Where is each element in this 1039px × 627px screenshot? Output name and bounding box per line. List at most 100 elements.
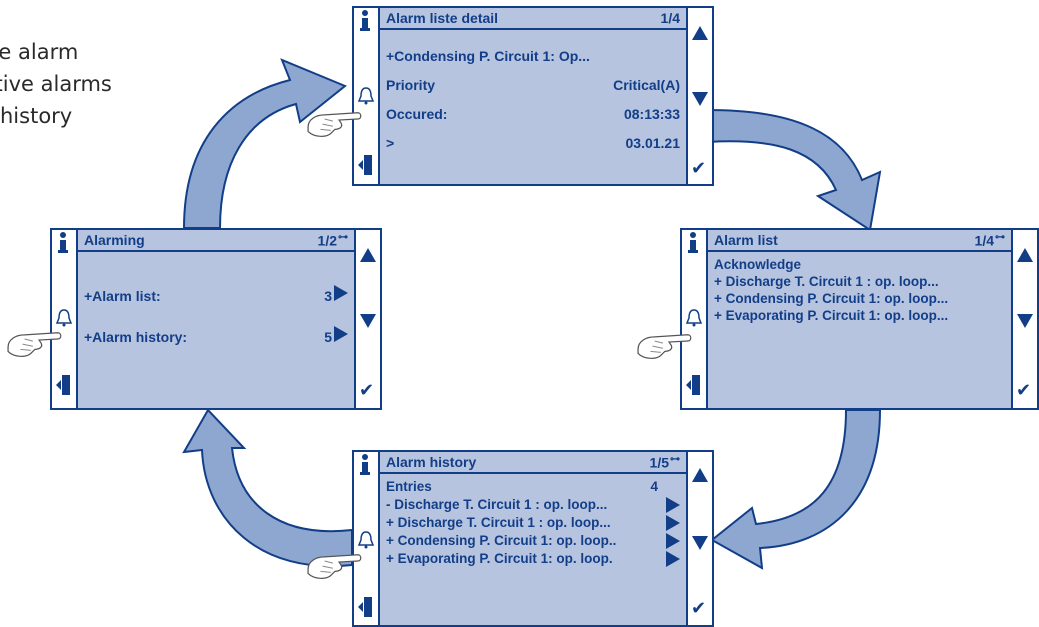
row-label: + Discharge T. Circuit 1 : op. loop...: [714, 274, 939, 289]
row-label: + Condensing P. Circuit 1: op. loop...: [714, 291, 949, 306]
row-label: Priority: [386, 77, 436, 93]
checkmark-icon[interactable]: ✔: [691, 598, 707, 619]
pointing-hand-icon: [7, 332, 62, 357]
scroll-up-icon[interactable]: [692, 468, 708, 482]
screen-title-bar: Alarm list 1/4⊶: [706, 230, 1013, 252]
right-sidebar: ✔: [686, 452, 712, 625]
screen-alarm-detail: Alarm liste detail 1/4 +Condensing P. Ci…: [352, 6, 714, 186]
bell-icon[interactable]: [684, 308, 704, 328]
left-sidebar: [354, 452, 380, 625]
legend: ve alarm ctive alarms history: [0, 36, 112, 132]
legend-line-3: history: [0, 104, 73, 128]
list-item[interactable]: >03.01.21: [386, 129, 680, 158]
scroll-down-icon[interactable]: [692, 92, 708, 106]
checkmark-icon[interactable]: ✔: [1016, 380, 1032, 401]
exit-door-icon[interactable]: [685, 374, 701, 396]
menu-item-alarm-history[interactable]: +Alarm history: 5: [84, 317, 348, 358]
list-item[interactable]: Occured:08:13:33: [386, 100, 680, 129]
entries-header: Entries 4: [386, 478, 680, 496]
list-item[interactable]: + Evaporating P. Circuit 1: op. loop.: [386, 550, 680, 568]
entries-label: Entries: [386, 479, 432, 494]
entries-count: 4: [650, 479, 658, 494]
screen-title: Alarming: [84, 232, 145, 248]
pointing-hand-icon: [307, 554, 362, 579]
legend-line-1: ve alarm: [0, 40, 79, 64]
screen-alarming: Alarming 1/2⊶ +Alarm list: 3 +Alarm histo…: [50, 228, 382, 410]
checkmark-icon[interactable]: ✔: [359, 380, 375, 401]
row-label: +Condensing P. Circuit 1: Op...: [386, 48, 590, 64]
list-header[interactable]: Acknowledge: [714, 256, 1005, 273]
cycle-arrow-left-to-top: [182, 58, 347, 229]
key-icon: ⊶: [995, 231, 1005, 243]
row-label: +Alarm history:: [84, 329, 188, 345]
screen-alarm-history: Alarm history 1/5⊶ Entries 4 - Discharge …: [352, 450, 714, 627]
page-indicator: 1/4: [974, 232, 994, 249]
scroll-up-icon[interactable]: [692, 26, 708, 40]
screen-title-bar: Alarm history 1/5⊶: [378, 452, 688, 474]
row-value: 03.01.21: [625, 135, 681, 151]
menu-item-alarm-list[interactable]: +Alarm list: 3: [84, 276, 348, 317]
bell-icon[interactable]: [356, 86, 376, 106]
left-sidebar: [682, 230, 708, 408]
chevron-right-icon: [334, 285, 348, 301]
screen-body: +Condensing P. Circuit 1: Op... Priority…: [378, 32, 688, 184]
row-value: Critical(A): [613, 77, 680, 93]
row-value: 3: [324, 288, 332, 304]
row-label: + Discharge T. Circuit 1 : op. loop...: [386, 515, 611, 530]
screen-title-bar: Alarm liste detail 1/4: [378, 8, 688, 30]
screen-title: Alarm list: [714, 232, 778, 248]
row-label: Acknowledge: [714, 257, 802, 272]
exit-door-icon[interactable]: [55, 374, 71, 396]
page-indicator: 1/5: [649, 454, 669, 471]
list-item[interactable]: + Discharge T. Circuit 1 : op. loop...: [714, 273, 1005, 290]
screen-title: Alarm liste detail: [386, 10, 499, 26]
right-sidebar: ✔: [686, 8, 712, 184]
scroll-down-icon[interactable]: [692, 536, 708, 550]
cycle-arrow-bottom-to-left: [182, 408, 353, 568]
key-icon: ⊶: [338, 231, 348, 243]
list-item[interactable]: + Discharge T. Circuit 1 : op. loop...: [386, 514, 680, 532]
screen-body: Acknowledge + Discharge T. Circuit 1 : o…: [706, 254, 1013, 408]
row-label: + Evaporating P. Circuit 1: op. loop.: [386, 551, 613, 566]
page-indicator: 1/4: [660, 10, 680, 26]
info-icon[interactable]: [358, 454, 372, 476]
list-item[interactable]: Priority Critical(A): [386, 71, 680, 100]
bell-icon[interactable]: [356, 530, 376, 550]
scroll-up-icon[interactable]: [1017, 248, 1033, 262]
row-label: - Discharge T. Circuit 1 : op. loop...: [386, 497, 608, 512]
chevron-right-icon: [666, 551, 680, 567]
right-sidebar: ✔: [354, 230, 380, 408]
scroll-down-icon[interactable]: [1017, 314, 1033, 328]
right-sidebar: ✔: [1011, 230, 1037, 408]
info-icon[interactable]: [56, 232, 70, 254]
exit-door-icon[interactable]: [357, 154, 373, 176]
screen-title-bar: Alarming 1/2⊶: [76, 230, 356, 252]
row-label: + Condensing P. Circuit 1: op. loop..: [386, 533, 617, 548]
list-item[interactable]: + Condensing P. Circuit 1: op. loop...: [714, 290, 1005, 307]
scroll-up-icon[interactable]: [360, 248, 376, 262]
row-value: 5: [324, 329, 332, 345]
left-sidebar: [52, 230, 78, 408]
list-item[interactable]: - Discharge T. Circuit 1 : op. loop...: [386, 496, 680, 514]
row-label: + Evaporating P. Circuit 1: op. loop...: [714, 308, 949, 323]
chevron-right-icon: [666, 497, 680, 513]
bell-icon[interactable]: [54, 308, 74, 328]
row-label: Occured:: [386, 106, 448, 122]
chevron-right-icon: [666, 515, 680, 531]
checkmark-icon[interactable]: ✔: [691, 158, 707, 179]
screen-body: Entries 4 - Discharge T. Circuit 1 : op. …: [378, 476, 688, 625]
cycle-arrow-right-to-bottom: [710, 409, 882, 570]
info-icon[interactable]: [686, 232, 700, 254]
pointing-hand-icon: [637, 334, 692, 359]
row-label: +Alarm list:: [84, 288, 161, 304]
scroll-down-icon[interactable]: [360, 314, 376, 328]
exit-door-icon[interactable]: [357, 596, 373, 618]
left-sidebar: [354, 8, 380, 184]
row-label: >: [386, 135, 395, 151]
list-item[interactable]: + Condensing P. Circuit 1: op. loop..: [386, 532, 680, 550]
list-item[interactable]: +Condensing P. Circuit 1: Op...: [386, 42, 680, 71]
info-icon[interactable]: [358, 10, 372, 32]
list-item[interactable]: + Evaporating P. Circuit 1: op. loop...: [714, 307, 1005, 324]
chevron-right-icon: [666, 533, 680, 549]
